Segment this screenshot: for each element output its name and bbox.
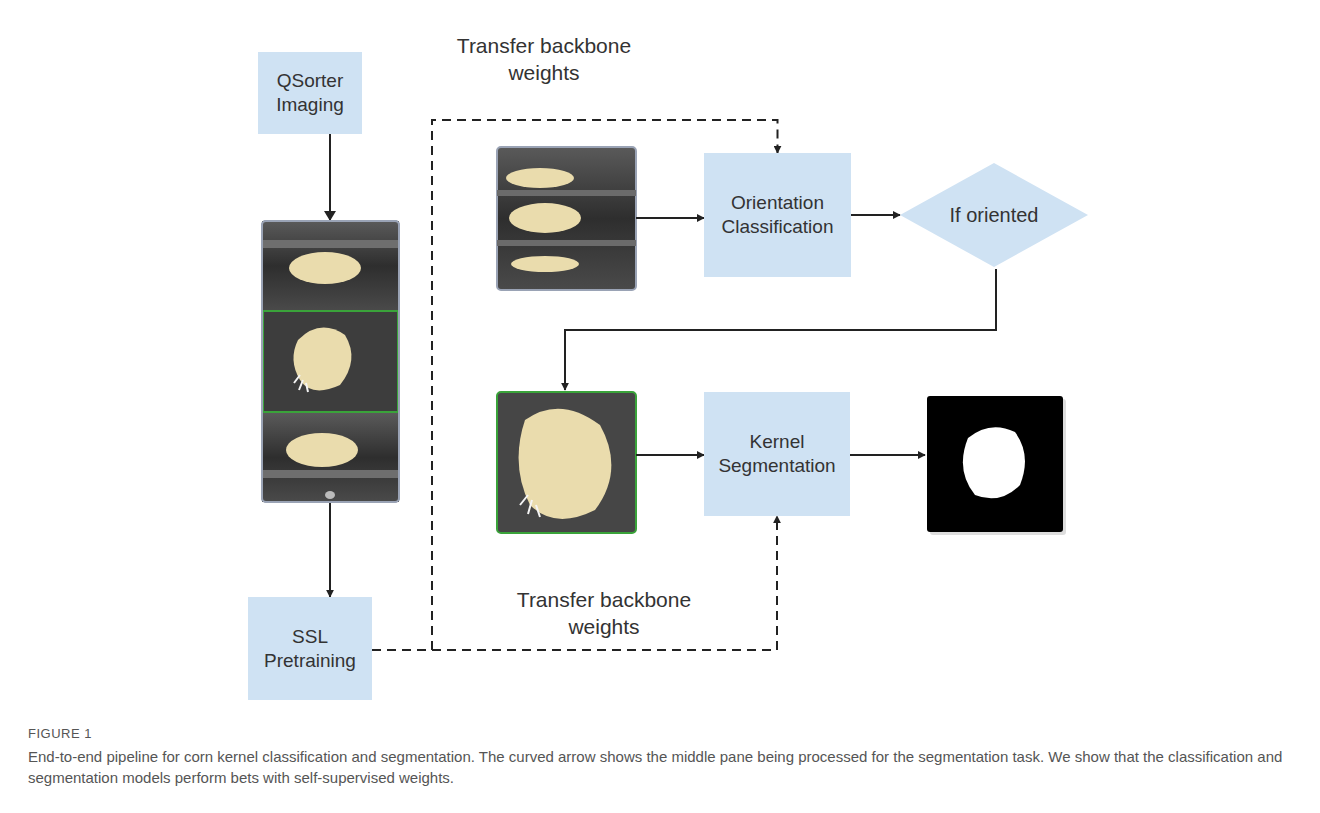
arrow-line [565,269,996,390]
process-box: Kernel Segmentation [704,392,850,516]
edge-label: Transfer backbone weights [440,32,648,87]
process-box: Orientation Classification [704,153,851,277]
figure-label: FIGURE 1 [28,726,92,741]
arrow-line [636,454,704,456]
process-box: QSorter Imaging [258,52,362,134]
segmentation-mask [927,396,1066,535]
arrow-connector [851,214,900,216]
node-text: QSorter Imaging [266,69,354,117]
node-text: SSL Pretraining [256,625,364,673]
node-text: Kernel Segmentation [712,430,842,478]
process-box: SSL Pretraining [248,597,372,700]
figure-caption: End-to-end pipeline for corn kernel clas… [28,746,1288,788]
kernel-image-cropped [497,392,636,533]
arrow-head [324,211,336,221]
decision-diamond: If oriented [900,163,1088,267]
arrow-line [636,217,704,219]
arrow-line [848,454,925,456]
node-text: If oriented [950,203,1039,228]
dashed-connector [372,516,777,650]
kernel-image-strip [262,221,399,502]
edge-label: Transfer backbone weights [500,586,708,641]
node-text: Orientation Classification [712,191,843,239]
kernel-image-small [497,147,636,290]
